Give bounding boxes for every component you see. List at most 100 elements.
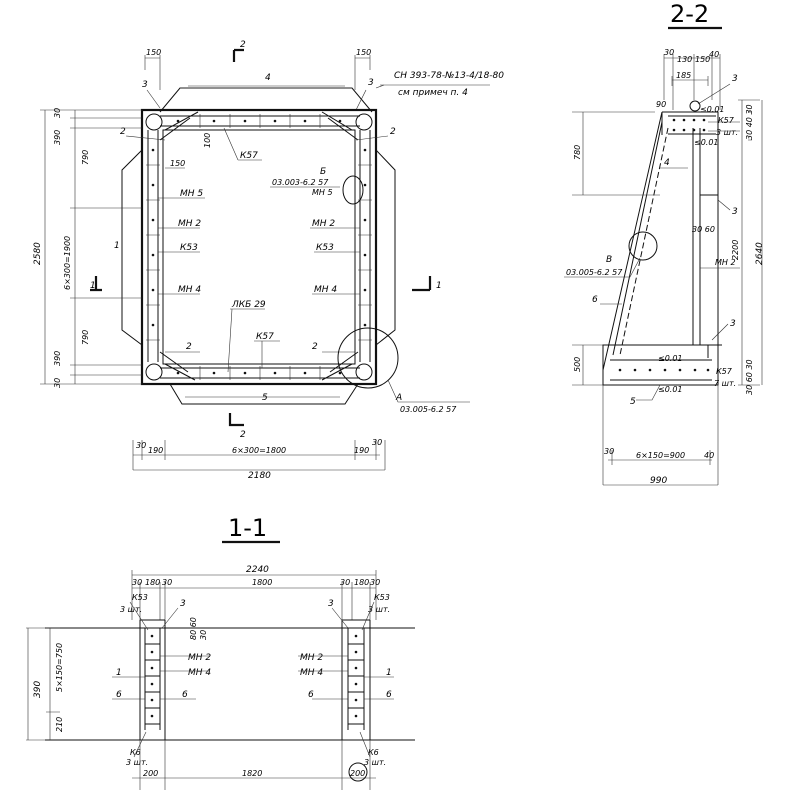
k53-left: К53 [132, 593, 148, 602]
callout-6: 6 [592, 295, 598, 305]
dim-30-60-30: 30 60 30 [745, 359, 754, 395]
qty-3sht-left: 3 шт. [120, 605, 142, 614]
section-cut-mark-top [232, 48, 244, 62]
k6-right: К6 [368, 748, 379, 757]
dim-bottom-2180: 2180 [248, 471, 271, 481]
slope-001-d: ≤0.01 [658, 385, 683, 394]
dim-bottom-30-left: 30 [136, 441, 146, 450]
dim-100: 100 [203, 133, 212, 148]
top-plate-outline [159, 87, 373, 113]
dim-2640: 2640 [755, 242, 765, 265]
plan-frame-outer [140, 108, 378, 386]
dim-top-right: 150 [356, 48, 371, 57]
slope-001-c: ≤0.01 [658, 354, 683, 363]
mn2-left-label: МН 2 [178, 219, 201, 229]
slope-001-b: ≤0.01 [694, 138, 719, 147]
callout-3-mid: 3 [732, 207, 738, 217]
callout-6-left: 6 [116, 690, 122, 700]
dim-bottom-990: 990 [650, 476, 667, 486]
dim-l30: 30 [132, 578, 142, 587]
dim-780: 780 [573, 145, 582, 160]
section-1-1-slab-lines [45, 627, 415, 741]
qty-3sht-bottom-right: 3 шт. [364, 758, 386, 767]
k57-bottom: К57 [716, 367, 733, 376]
dim-r30b: 30 [370, 578, 380, 587]
k6-left: К6 [130, 748, 141, 757]
section-cut-label-top: 2 [240, 40, 246, 50]
dim-l30b: 30 [162, 578, 172, 587]
detail-a-circle [337, 327, 399, 389]
section-2-2-body [602, 111, 719, 371]
callout-4: 4 [265, 73, 271, 83]
lkb29-label: ЛКБ 29 [231, 300, 266, 310]
callout-6-right-inner: 6 [308, 690, 314, 700]
callout-2-bottom-right: 2 [312, 342, 318, 352]
dim-5x150-750: 5×150=750 [55, 643, 64, 692]
dim-bottom-40: 40 [704, 451, 714, 460]
dim-bottom-30: 30 [604, 447, 614, 456]
qty-3sht: 3 шт. [716, 128, 738, 137]
k57-top: К57 [718, 116, 735, 125]
detail-v-circle [628, 231, 658, 261]
dim-top-left: 150 [146, 48, 161, 57]
callout-1-right: 1 [386, 668, 392, 678]
mn4-left: МН 4 [188, 668, 211, 678]
dim-30-top: 30 [53, 108, 62, 118]
callout-2-top-left: 2 [120, 127, 126, 137]
qty-7sht: 7 шт. [714, 379, 736, 388]
dim-bottom-30-right: 30 [372, 438, 382, 447]
dim-130: 130 [677, 55, 692, 64]
reference-note: СН 393-78-№13-4/18-80 [394, 71, 504, 81]
dim-210: 210 [55, 717, 64, 732]
callout-5: 5 [262, 393, 268, 403]
dim-bottom-190-right: 190 [354, 446, 369, 455]
callout-3-left: 3 [142, 80, 148, 90]
mn2-right: МН 2 [300, 653, 323, 663]
plan-frame-inner [162, 129, 356, 365]
callout-3-bottom: 3 [730, 319, 736, 329]
k57-bottom-label: К57 [256, 332, 274, 342]
dim-390-bottom: 390 [53, 351, 62, 366]
dim-bottom-200-left: 200 [143, 769, 158, 778]
callout-2-bottom-left: 2 [186, 342, 192, 352]
dim-1800: 1800 [252, 578, 272, 587]
section-cut-label-bottom: 2 [240, 430, 246, 440]
mn2-left: МН 2 [188, 653, 211, 663]
dim-bottom-190-left: 190 [148, 446, 163, 455]
dim-150: 150 [170, 159, 185, 168]
callout-6-right: 6 [386, 690, 392, 700]
k53-right-label: К53 [316, 243, 334, 253]
dim-30-bottom: 30 [53, 378, 62, 388]
callout-5: 5 [630, 397, 636, 407]
dim-2240: 2240 [246, 565, 269, 575]
plan-view: 2 2 150 150 4 3 3 СН 393-78-№13-4/18-80 … [33, 40, 504, 481]
dim-bottom-1820: 1820 [242, 769, 262, 778]
dim-30-60: 30 60 [692, 225, 715, 234]
detail-v-label: В [606, 255, 612, 265]
dim-r30: 30 [340, 578, 350, 587]
mn5-left-label: МН 5 [180, 189, 203, 199]
section-cut-label-right: 1 [436, 281, 442, 291]
callout-4: 4 [664, 158, 670, 168]
dim-bottom-200-right: 200 [350, 769, 365, 778]
detail-v-note: 03.005-6.2 57 [566, 268, 623, 277]
section-1-1-title: 1-1 [228, 514, 267, 542]
callout-1-left: 1 [114, 241, 120, 251]
slope-001-a: ≤0.01 [700, 105, 725, 114]
callout-3-top: 3 [732, 74, 738, 84]
dim-2200: 2200 [731, 240, 740, 260]
detail-b-circle [342, 175, 364, 205]
detail-a-note: 03.005-6.2 57 [400, 405, 457, 414]
dim-30: 30 [664, 48, 674, 57]
detail-b-note: 03.003-6.2 57 [272, 178, 329, 187]
section-2-2-base [602, 344, 719, 386]
detail-a-label: А [395, 393, 402, 403]
dim-bottom-6x150: 6×150=900 [636, 451, 685, 460]
dim-30-40-30: 30 40 30 [745, 104, 754, 140]
section-1-1: 1-1 2240 30 180 30 1800 30 180 30 К53 3 … [26, 514, 415, 790]
mn4-right: МН 4 [300, 668, 323, 678]
dim-6x300-1900: 6×300=1900 [63, 236, 72, 290]
section-cut-label-left: 1 [90, 281, 96, 291]
detail-b-label: Б [320, 167, 326, 177]
mn4-right-label: МН 4 [314, 285, 337, 295]
